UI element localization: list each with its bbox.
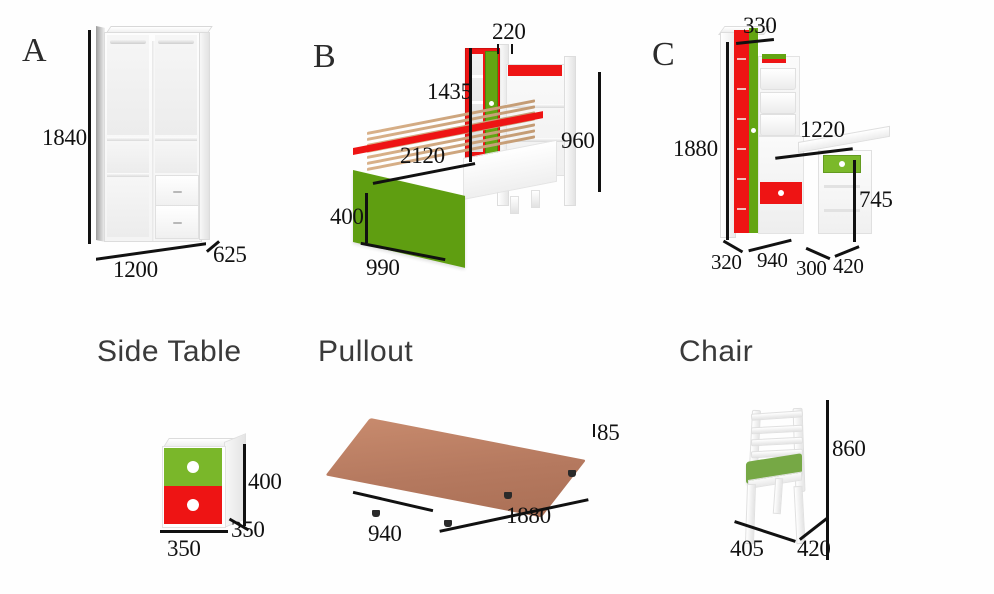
dim-chair-width: 405 — [730, 536, 764, 561]
wardrobe-drawer-2 — [155, 205, 199, 239]
dim-sidetable-depth: 350 — [231, 517, 265, 542]
cabinet-shelf-2 — [470, 101, 483, 104]
headboard-shelf-1 — [506, 104, 564, 108]
side-table-title: Side Table — [97, 335, 242, 368]
dim-pullout-length: 1880 — [506, 503, 551, 528]
dim-a-depth: 625 — [213, 242, 247, 267]
dim-pullout-thickness: 85 — [597, 420, 620, 445]
bed-leg-1 — [510, 196, 519, 214]
dim-sidetable-width: 350 — [167, 536, 201, 561]
door-line — [737, 88, 746, 90]
chair-title: Chair — [679, 335, 754, 368]
dim-tick-b-left — [497, 44, 499, 54]
tall-unit-desk-illustration — [706, 24, 936, 260]
side-table-illustration — [156, 433, 266, 546]
side-table-green-drawer — [164, 448, 222, 486]
dim-line-chair-height — [826, 400, 829, 560]
wardrobe-body — [104, 32, 202, 242]
storage-bin-2 — [760, 92, 796, 114]
dim-c-cabinet-width: 940 — [757, 248, 788, 272]
section-label-c: C — [652, 36, 675, 73]
wardrobe-shelf-left-2 — [107, 173, 149, 177]
dim-line-c-cabinet-height — [726, 42, 729, 240]
wardrobe-cubby-left-2 — [107, 177, 149, 237]
pullout-caster-3 — [504, 492, 512, 499]
dim-tick-pullout-thickness — [593, 424, 595, 437]
dim-c-cabinet-side: 320 — [711, 250, 742, 274]
section-label-a: A — [22, 32, 47, 69]
dim-a-height: 1840 — [42, 125, 87, 150]
wardrobe-right-side — [199, 32, 210, 240]
wardrobe-bay-left-upper — [107, 35, 149, 135]
door-line — [737, 208, 746, 210]
pullout-caster-1 — [372, 510, 380, 517]
dim-b-headboard-height: 1435 — [427, 79, 472, 104]
chair-leg-rear-left — [772, 477, 784, 515]
dim-line-sidetable-height — [243, 444, 246, 526]
desk-shelf-1 — [824, 185, 860, 188]
dim-chair-height: 860 — [832, 436, 866, 461]
tall-unit-red-tab — [762, 59, 786, 63]
pullout-illustration — [316, 410, 612, 540]
desk-shelf-2 — [824, 209, 860, 212]
dim-sidetable-height: 400 — [248, 469, 282, 494]
wardrobe-bay-right-upper — [155, 35, 197, 135]
tall-unit-red-drawer — [760, 182, 802, 204]
dim-c-desk-side: 420 — [833, 254, 864, 278]
cabinet-shelf-1 — [470, 75, 483, 78]
dim-line-b-shelf-height — [598, 72, 601, 192]
door-line — [737, 58, 746, 60]
storage-bin-1 — [760, 68, 796, 90]
door-line — [737, 148, 746, 150]
dim-b-footboard-height: 400 — [330, 204, 364, 229]
wardrobe-center-divider — [152, 41, 155, 241]
dim-line-c-desk-height — [853, 160, 856, 242]
wardrobe-shelf-right-1 — [155, 137, 197, 141]
tall-unit-green-tab — [762, 54, 786, 59]
wardrobe-cubby-left-1 — [107, 141, 149, 173]
wardrobe-shelf-left-1 — [107, 137, 149, 141]
section-label-b: B — [313, 38, 336, 75]
hanging-rail-right — [158, 40, 194, 44]
side-table-red-drawer — [164, 486, 222, 524]
headboard-shelf-2 — [506, 138, 564, 142]
wardrobe-illustration — [96, 26, 213, 248]
dim-c-desk-width: 1220 — [800, 117, 845, 142]
dim-chair-depth: 420 — [797, 536, 831, 561]
dim-b-width: 990 — [366, 255, 400, 280]
dim-a-width: 1200 — [113, 257, 158, 282]
tall-unit-green-door — [749, 28, 758, 233]
dim-line-a-height — [88, 30, 91, 244]
door-line — [737, 178, 746, 180]
dim-tick-b-right — [511, 44, 513, 54]
dim-c-desk-depth: 300 — [796, 256, 827, 280]
hanging-rail-left — [110, 40, 146, 44]
tall-unit-red-door — [734, 30, 749, 233]
pullout-caster-2 — [444, 520, 452, 527]
storage-bin-3 — [760, 114, 796, 136]
pullout-caster-4 — [568, 470, 576, 477]
dim-b-shelf-height: 960 — [561, 128, 595, 153]
dim-line-b-headboard-height — [469, 48, 472, 162]
bed-leg-2 — [531, 190, 540, 208]
dim-b-length: 2120 — [400, 143, 445, 168]
door-line — [737, 118, 746, 120]
dim-c-cabinet-depth: 330 — [743, 13, 777, 38]
dim-c-desk-height: 745 — [859, 187, 893, 212]
wardrobe-drawer-1 — [155, 175, 199, 207]
headboard-red-trim — [508, 65, 562, 76]
dim-c-cabinet-height: 1880 — [673, 136, 718, 161]
dim-line-sidetable-width — [160, 530, 228, 533]
desk-green-drawer — [823, 155, 861, 173]
pullout-title: Pullout — [318, 335, 414, 368]
dim-pullout-width: 940 — [368, 521, 402, 546]
headboard-right-panel — [564, 56, 576, 206]
dim-b-headboard-depth: 220 — [492, 19, 526, 44]
dim-line-b-footboard-height — [365, 193, 368, 243]
wardrobe-cubby-right-1 — [155, 141, 197, 173]
